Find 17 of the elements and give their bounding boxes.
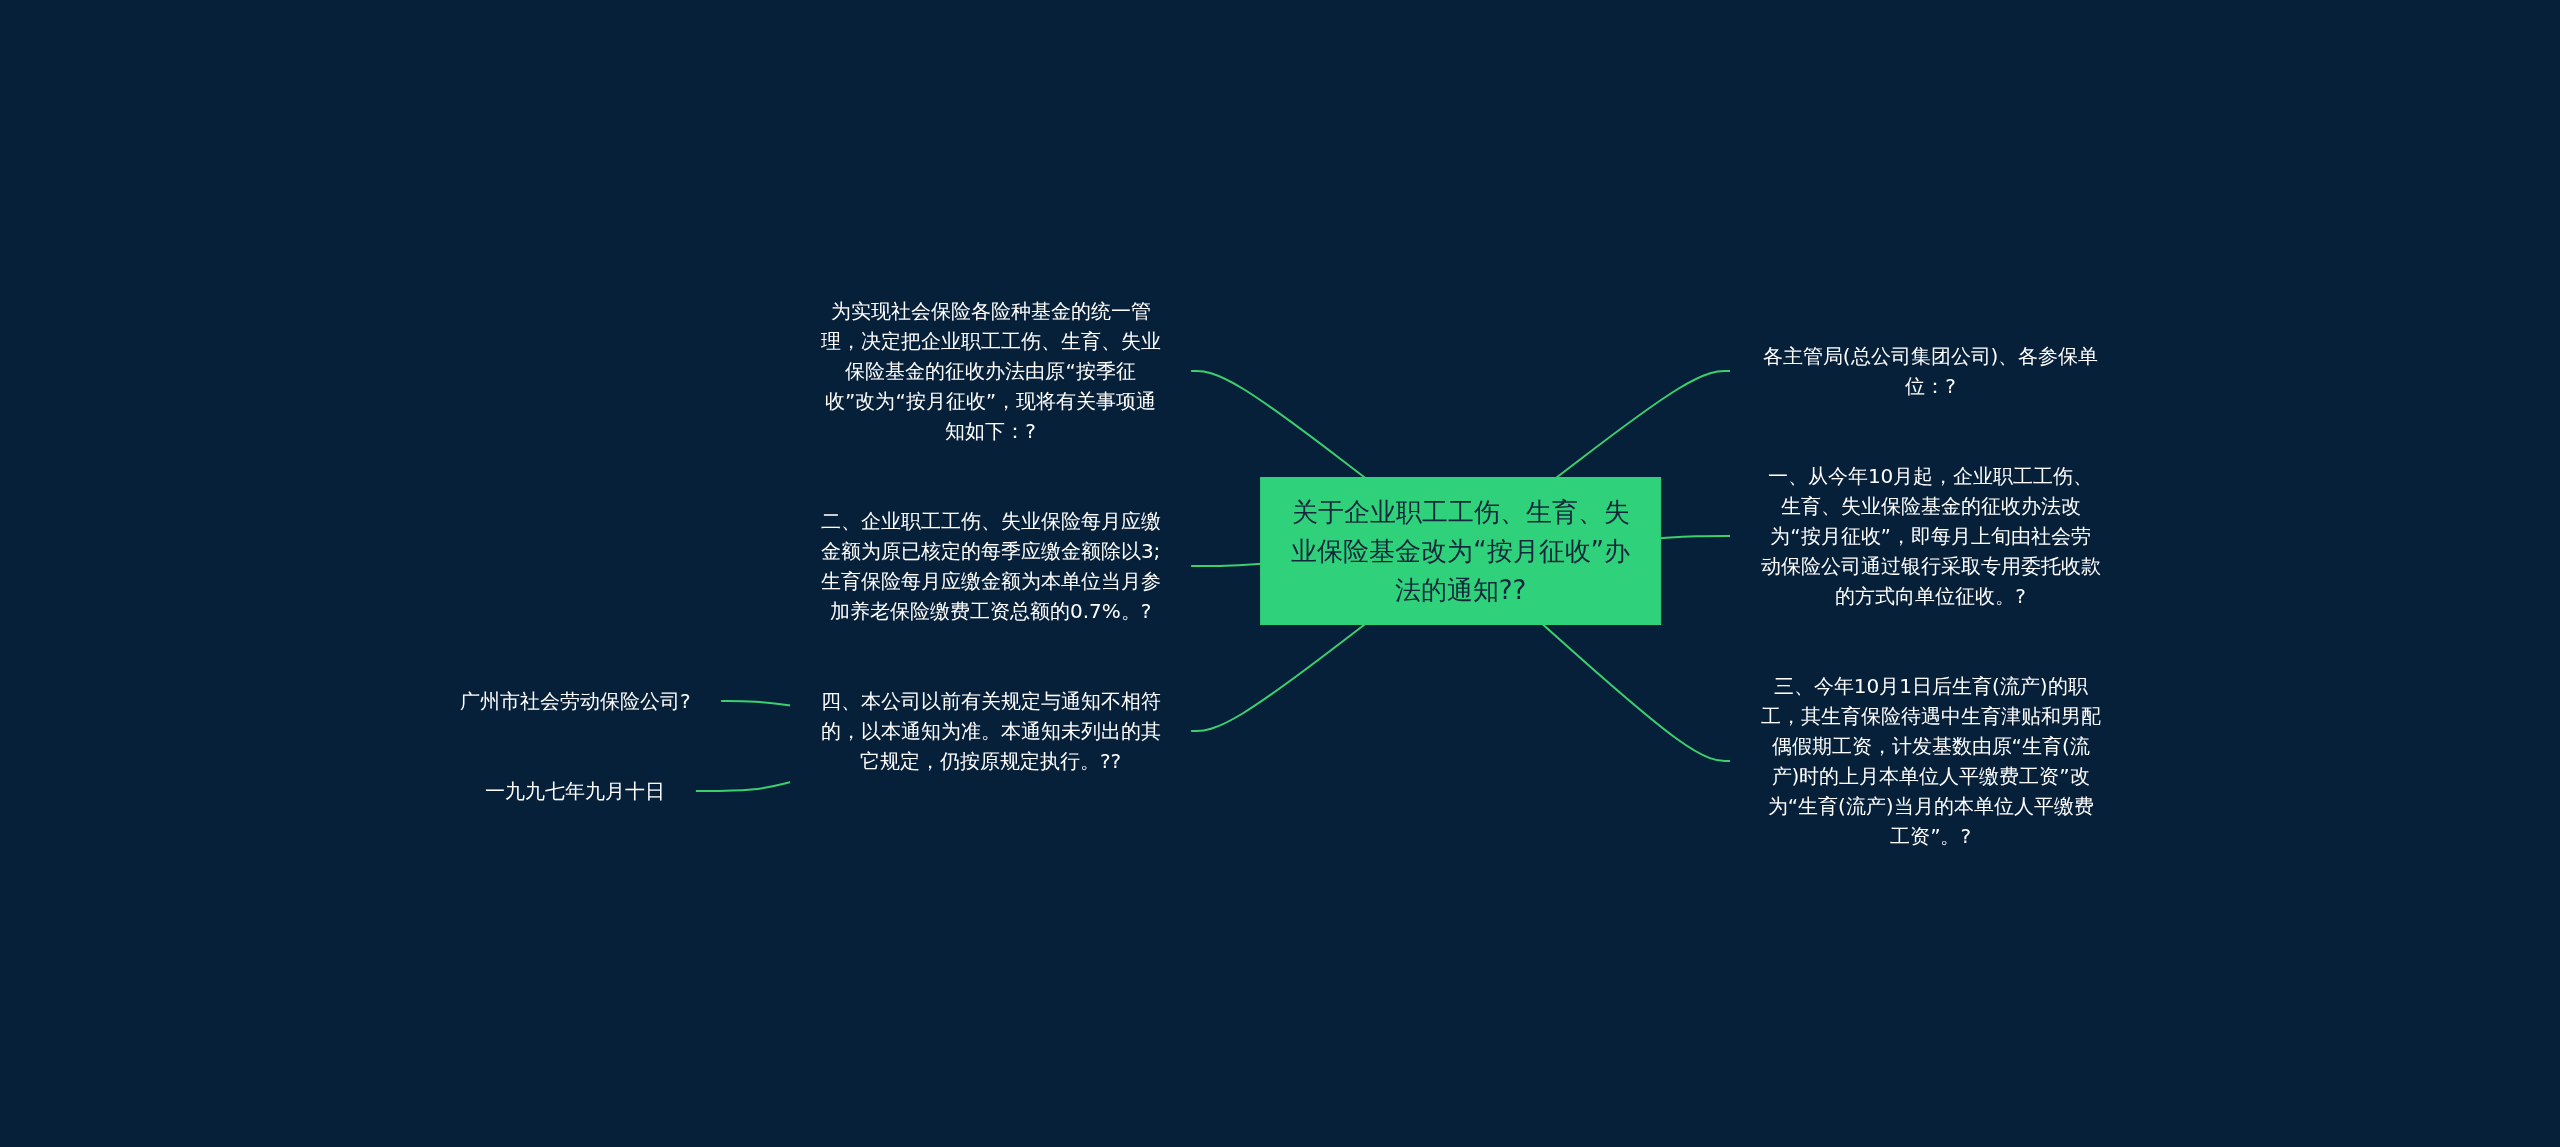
connector — [719, 700, 792, 707]
connector — [1189, 623, 1366, 732]
node-text: 广州市社会劳动保险公司? — [459, 689, 691, 713]
node-text: 四、本公司以前有关规定与通知不相符的，以本通知为准。本通知未列出的其它规定，仍按原规定执行。?? — [820, 689, 1161, 773]
node-text: 一九九七年九月十日 — [485, 779, 665, 803]
connector — [1659, 535, 1732, 540]
node-text: 为实现社会保险各险种基金的统一管理，决定把企业职工工伤、生育、失业保险基金的征收办法由原“按季征收”改为“按月征收”，现将有关事项通知如下：? — [820, 299, 1161, 443]
node-text: 二、企业职工工伤、失业保险每月应缴金额为原已核定的每季应缴金额除以3;生育保险每月应缴金额为本单位当月参加养老保险缴费工资总额的0.7%。? — [820, 509, 1161, 623]
connector — [1541, 623, 1732, 762]
node-text: 一、从今年10月起，企业职工工伤、生育、失业保险基金的征收办法改为“按月征收”，即每月上旬由社会劳动保险公司通过银行采取专用委托收款的方式向单位征收。? — [1760, 464, 2101, 608]
node-text: 三、今年10月1日后生育(流产)的职工，其生育保险待遇中生育津贴和男配偶假期工资，计发基数由原“生育(流产)时的上月本单位人平缴费工资”改为“生育(流产)当月的本单位人平缴费工资”。? — [1760, 674, 2101, 848]
connector — [694, 781, 792, 792]
connector — [1189, 370, 1366, 479]
connector — [1189, 562, 1262, 567]
node-box: 关于企业职工工伤、生育、失业保险基金改为“按月征收”办法的通知?? — [1259, 477, 1661, 625]
node-text: 各主管局(总公司集团公司)、各参保单位：? — [1762, 344, 2099, 398]
connector — [1555, 370, 1732, 479]
